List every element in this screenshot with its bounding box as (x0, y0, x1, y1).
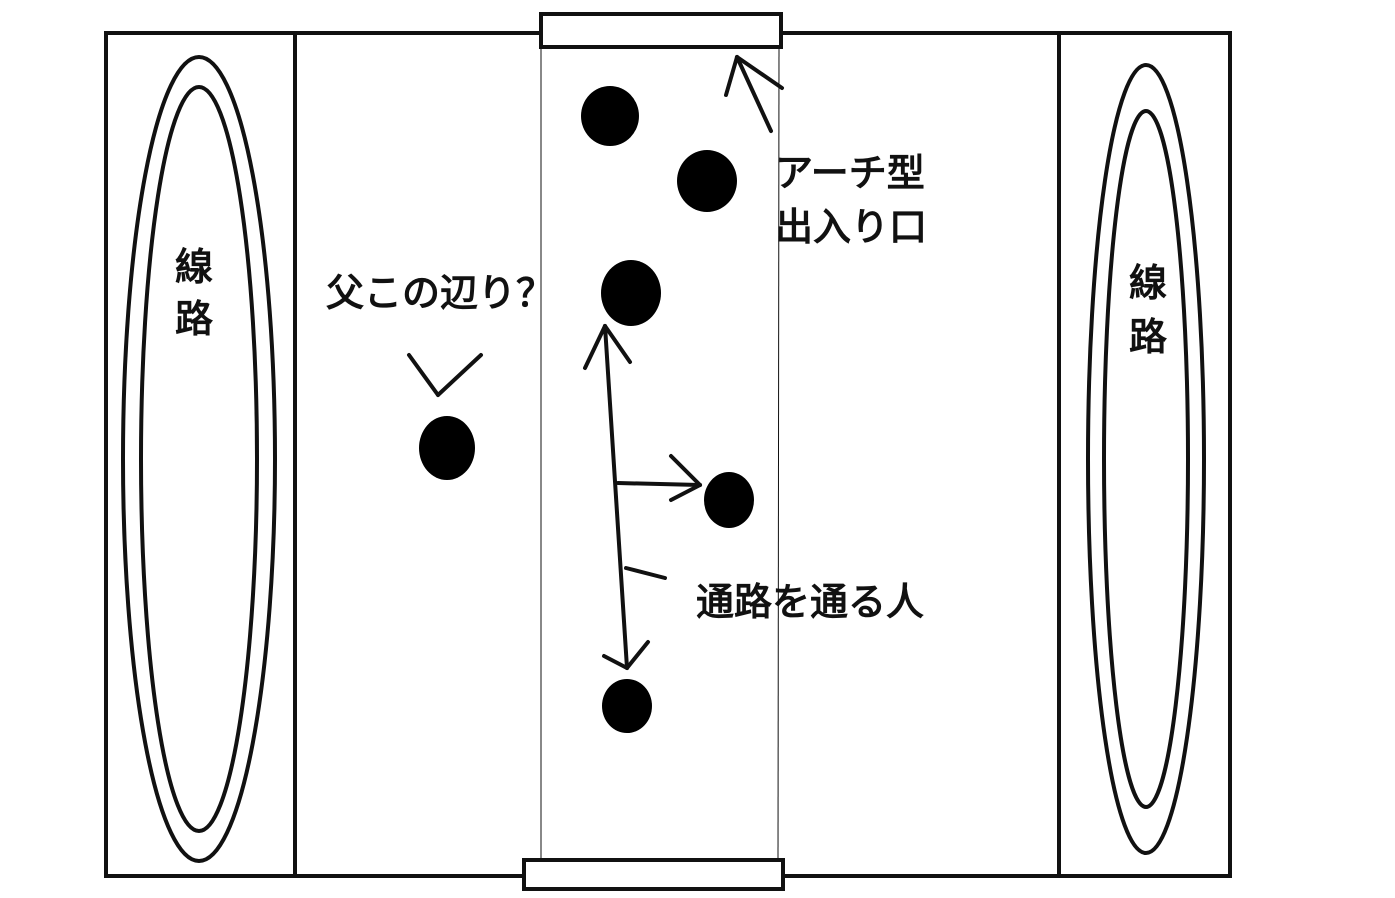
passers-label: 通路を通る人 (696, 580, 924, 624)
arch-arrow (724, 55, 784, 133)
left-track-inner-ellipse (139, 85, 259, 833)
person-dot (677, 150, 737, 212)
passage-right-edge (777, 44, 780, 863)
person-dot-father (419, 416, 475, 480)
person-dot (601, 260, 661, 326)
passers-label-pointer (624, 566, 667, 580)
arch-label-line1: アーチ型 (775, 151, 925, 195)
right-track-outer-ellipse (1086, 63, 1206, 855)
left-track-label-1: 線 (175, 245, 213, 289)
person-dot (704, 472, 754, 528)
side-arrow (616, 454, 702, 502)
passers-double-arrow (583, 324, 650, 670)
arch-entrance-bottom (522, 858, 785, 891)
right-track-label-1: 線 (1129, 261, 1167, 305)
person-dot (581, 86, 639, 146)
left-track-outer-ellipse (121, 55, 277, 863)
right-track-inner-ellipse (1102, 109, 1190, 809)
left-track-label-2: 路 (175, 297, 214, 341)
right-track-label-2: 路 (1129, 315, 1168, 359)
arch-entrance-top (539, 12, 783, 49)
person-dot (602, 679, 652, 733)
arch-label-line2: 出入り口 (775, 205, 927, 249)
father-arrow (407, 353, 483, 397)
father-label: 父この辺り？ (326, 271, 554, 315)
